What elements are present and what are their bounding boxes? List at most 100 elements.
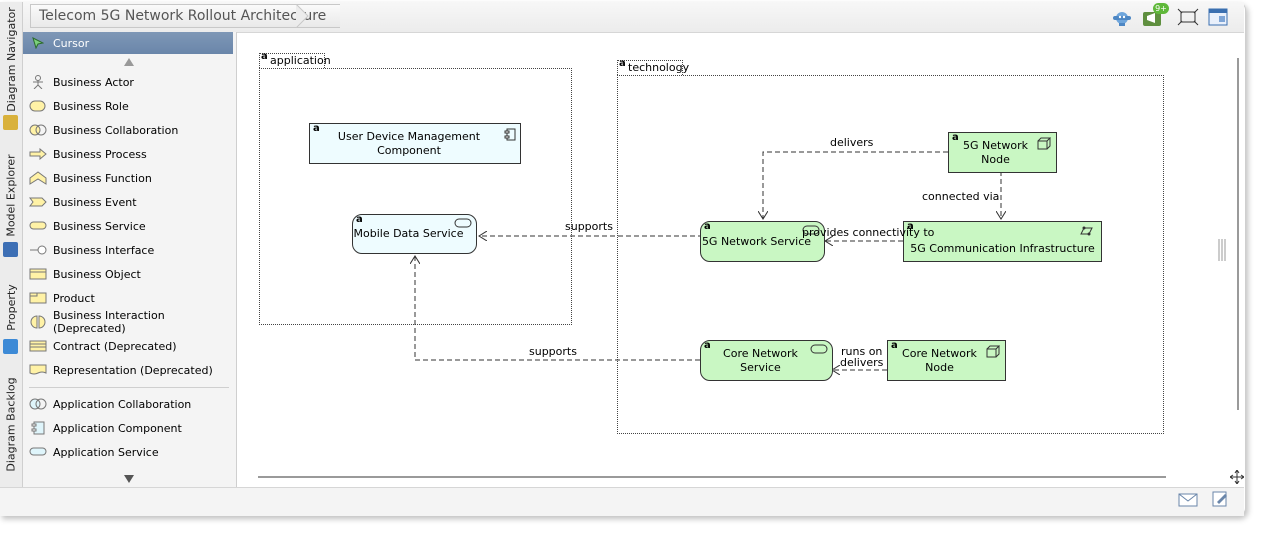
diagram-title: Telecom 5G Network Rollout Architecture xyxy=(39,8,327,24)
palette-item-label: Representation (Deprecated) xyxy=(53,363,213,377)
edit-note-icon[interactable] xyxy=(1211,490,1229,508)
business-function-icon xyxy=(29,171,47,185)
palette-item-business-collaboration[interactable]: Business Collaboration xyxy=(23,119,233,141)
node-marker: a xyxy=(891,340,898,351)
connected-via-label: connected via xyxy=(922,190,1000,203)
comm-infrastructure-node[interactable]: a 5G Communication Infrastructure xyxy=(903,221,1102,262)
core-network-service-node[interactable]: a Core Network Service xyxy=(700,340,833,381)
palette-item-label: Business Role xyxy=(53,99,129,113)
core-network-node[interactable]: a Core Network Node xyxy=(887,340,1006,381)
palette-item-label: Business Function xyxy=(53,171,152,185)
palette-cursor[interactable]: Cursor xyxy=(23,32,233,54)
palette-item-label: Business Event xyxy=(53,195,137,209)
contract-icon xyxy=(29,339,47,353)
palette-item-business-interaction[interactable]: Business Interaction (Deprecated) xyxy=(23,309,233,335)
provides-connectivity-label: provides connectivity to xyxy=(802,226,935,239)
business-object-icon xyxy=(29,267,47,281)
node-marker: a xyxy=(952,132,959,143)
palette-item-product[interactable]: Product xyxy=(23,287,233,309)
node-label: Node xyxy=(981,152,1010,166)
node-icon xyxy=(986,345,1000,358)
node-marker: a xyxy=(907,221,914,232)
palette-item-application-collaboration[interactable]: Application Collaboration xyxy=(23,393,233,415)
udm-component-node[interactable]: a User Device Management Component xyxy=(309,123,521,164)
business-role-icon xyxy=(29,99,47,113)
palette-item-label: Business Service xyxy=(53,219,146,233)
palette-item-business-event[interactable]: Business Event xyxy=(23,191,233,213)
cursor-arrow-icon xyxy=(29,36,47,50)
node-marker: a xyxy=(356,214,363,225)
palette-item-business-role[interactable]: Business Role xyxy=(23,95,233,117)
palette-item-business-process[interactable]: Business Process xyxy=(23,143,233,165)
technology-group[interactable] xyxy=(617,75,1164,434)
product-icon xyxy=(29,291,47,305)
supports-bottom-connector[interactable] xyxy=(415,256,700,361)
network-service-5g-node[interactable]: a 5G Network Service xyxy=(700,221,825,262)
delivers-label: delivers xyxy=(830,136,874,149)
supports-label: supports xyxy=(565,220,613,233)
technology-group-tab: technology xyxy=(617,60,689,75)
mobile-data-service-node[interactable]: a Mobile Data Service xyxy=(352,214,477,254)
scroll-down-icon[interactable] xyxy=(124,475,134,483)
robot-assistant-icon[interactable] xyxy=(1110,7,1134,27)
diagram-title-breadcrumb[interactable]: Telecom 5G Network Rollout Architecture xyxy=(30,4,341,28)
application-collaboration-icon xyxy=(29,397,47,411)
node-icon xyxy=(1037,137,1051,150)
palette-item-label: Business Process xyxy=(53,147,147,161)
fit-diagram-icon[interactable] xyxy=(1177,8,1199,26)
node-label-block: 5G Network Node xyxy=(963,139,1028,167)
vertical-scrollbar[interactable] xyxy=(1237,58,1239,410)
layout-panel-icon[interactable] xyxy=(1207,7,1229,27)
palette-item-contract[interactable]: Contract (Deprecated) xyxy=(23,335,233,357)
palette-item-business-service[interactable]: Business Service xyxy=(23,215,233,237)
notification-badge: 9+ xyxy=(1153,3,1169,14)
palette-item-business-interface[interactable]: Business Interface xyxy=(23,239,233,261)
node-marker: a xyxy=(704,221,711,232)
runs-on-label: runs on xyxy=(841,345,883,358)
service-icon xyxy=(802,225,820,235)
palette-item-business-function[interactable]: Business Function xyxy=(23,167,233,189)
palette-item-label: Application Collaboration xyxy=(53,397,192,411)
application-component-icon xyxy=(504,128,516,141)
move-cross-icon[interactable] xyxy=(1230,470,1244,484)
splitter-handle-icon[interactable] xyxy=(1216,237,1228,263)
palette-item-label: Business Interface xyxy=(53,243,155,257)
group-marker: a xyxy=(261,51,268,62)
representation-icon xyxy=(29,363,47,377)
palette-item-label: Application Service xyxy=(53,445,159,459)
palette-divider xyxy=(29,387,229,388)
model-explorer-icon xyxy=(3,242,18,257)
network-node-5g[interactable]: a 5G Network Node xyxy=(948,132,1057,173)
palette-item-application-component[interactable]: Application Component xyxy=(23,417,233,439)
node-label: 5G Network xyxy=(963,138,1028,152)
application-service-icon xyxy=(29,445,47,459)
delivers-connector[interactable] xyxy=(763,151,948,219)
node-marker: a xyxy=(313,123,320,134)
node-label: Mobile Data Service xyxy=(353,227,464,240)
palette-item-business-actor[interactable]: Business Actor xyxy=(23,71,233,93)
palette-item-application-service[interactable]: Application Service xyxy=(23,441,233,463)
palette-item-representation[interactable]: Representation (Deprecated) xyxy=(23,359,233,381)
diagram-palette: Cursor Business Actor Business Role Busi… xyxy=(23,32,237,487)
palette-item-label: Business Interaction (Deprecated) xyxy=(53,309,165,335)
application-group-tab: application xyxy=(259,53,331,68)
palette-item-label: Contract (Deprecated) xyxy=(53,339,177,353)
business-collaboration-icon xyxy=(29,123,47,137)
technology-group-label: technology xyxy=(628,61,690,74)
service-icon xyxy=(810,344,828,354)
breadcrumb-arrow-icon xyxy=(296,4,309,28)
node-label: Core Network Service xyxy=(723,346,798,374)
diagram-navigator-icon xyxy=(3,115,18,130)
node-label: 5G Network Service xyxy=(701,234,812,248)
scroll-up-icon[interactable] xyxy=(124,58,134,66)
business-event-icon xyxy=(29,195,47,209)
palette-item-label: Business Object xyxy=(53,267,141,281)
business-interaction-icon xyxy=(29,315,47,329)
property-icon xyxy=(3,339,18,354)
mail-icon[interactable] xyxy=(1178,493,1198,507)
notifications-button[interactable]: 9+ xyxy=(1141,3,1169,28)
palette-item-label: Business Collaboration xyxy=(53,123,179,137)
horizontal-scrollbar[interactable] xyxy=(258,476,1166,478)
palette-item-business-object[interactable]: Business Object xyxy=(23,263,233,285)
palette-item-label: Business Actor xyxy=(53,75,134,89)
